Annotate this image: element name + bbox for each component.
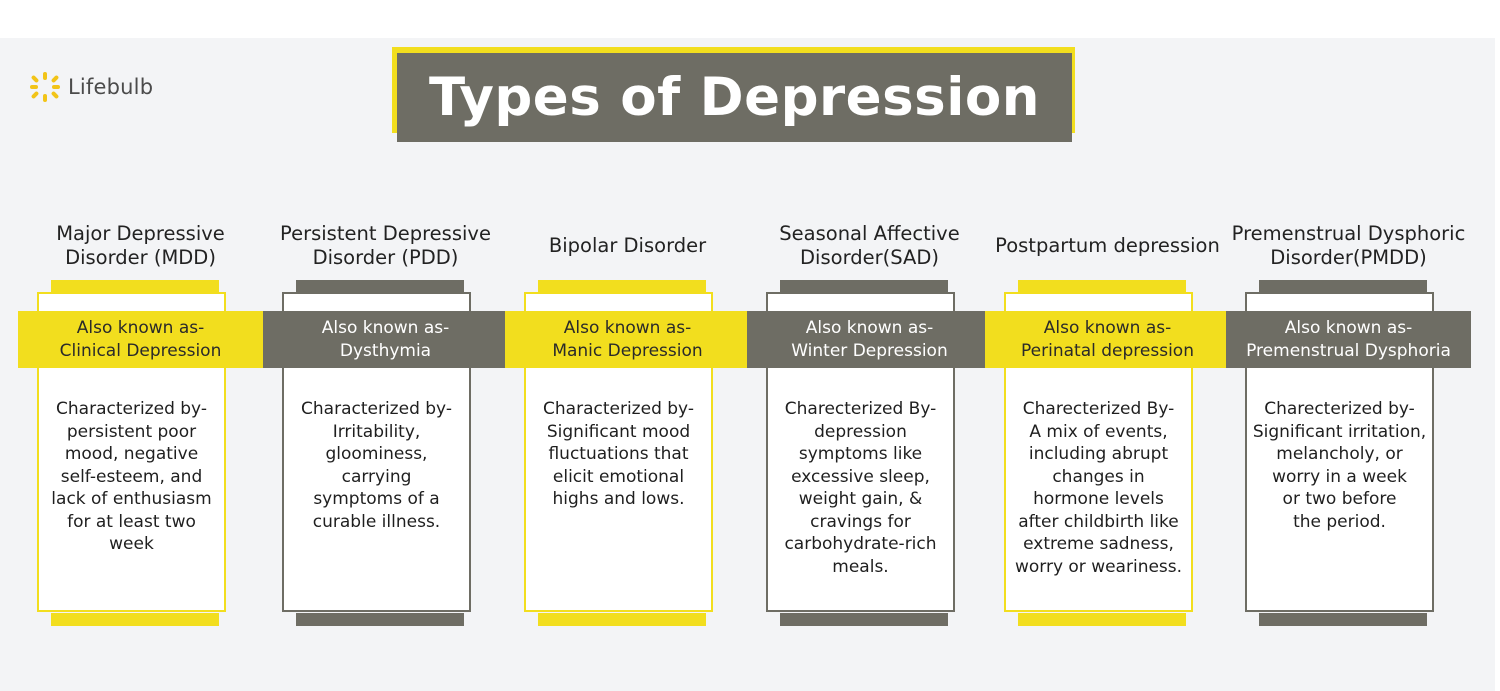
desc-line: Characterized by- [543,399,694,419]
type-title: Seasonal Affective Disorder(SAD) [779,222,960,269]
card-top-tab [296,280,464,293]
desc-line: hormone levels [1033,489,1164,509]
desc-line: persistent poor [66,421,197,442]
type-column-bipolar: Bipolar Disorder Also known as- Manic De… [505,215,750,635]
type-column-postpartum: Postpartum depression Also known as- Per… [985,215,1230,635]
page-title: Types of Depression [428,67,1041,128]
desc-line: carrying [341,466,412,487]
card-bottom-tab [538,613,706,626]
desc-line: lack of enthusiasm [51,489,212,509]
desc-line: excessive sleep, [791,466,930,487]
card-bottom-tab [51,613,219,626]
desc-line: changes in [1052,466,1145,487]
also-known-as-band: Also known as- Premenstrual Dysphoria [1226,311,1471,368]
card-bottom-tab [1259,613,1427,626]
also-known-as-label: Also known as- [76,318,205,338]
also-known-as-band: Also known as- Clinical Depression [18,311,263,368]
desc-line: fluctuations that [548,444,689,464]
card-top-tab [538,280,706,293]
desc-line: Significant mood [546,421,691,442]
desc-line: cravings for [810,511,911,532]
type-column-pmdd: Premenstrual Dysphoric Disorder(PMDD) Al… [1226,215,1471,635]
desc-line: for at least two [67,511,196,532]
card-bottom-tab [780,613,948,626]
also-known-as-band: Also known as- Perinatal depression [985,311,1230,368]
desc-line: elicit emotional [552,466,685,487]
desc-line: Significant irritation, [1252,421,1427,442]
also-known-as-band: Also known as- Manic Depression [505,311,750,368]
also-known-as-band: Also known as- Winter Depression [747,311,992,368]
desc-line: including abrupt [1028,444,1169,464]
desc-line: extreme sadness, [1023,534,1174,554]
card-top-tab [51,280,219,293]
card-top-tab [780,280,948,293]
type-title: Postpartum depression [995,234,1220,257]
desc-line: mood, negative [64,444,199,464]
also-known-as-value: Clinical Depression [59,341,222,361]
type-column-pdd: Persistent Depressive Disorder (PDD) Als… [263,215,508,635]
desc-line: symptoms like [798,444,923,464]
also-known-as-value: Dysthymia [339,341,432,361]
desc-line: A mix of events, [1029,421,1168,442]
desc-line: Charecterized By- [784,399,937,419]
type-column-mdd: Major Depressive Disorder (MDD) Also kno… [18,215,263,635]
type-description: Charecterized By- A mix of events, inclu… [1004,398,1193,578]
desc-line: symptoms of a [313,489,440,509]
also-known-as-value: Manic Depression [552,341,703,361]
desc-line: melancholy, or [1276,444,1403,464]
desc-line: the period. [1293,511,1386,532]
type-title: Persistent Depressive Disorder (PDD) [280,222,491,269]
card-top-tab [1018,280,1186,293]
desc-line: gloominess, [325,444,428,464]
also-known-as-label: Also known as- [805,318,934,338]
desc-line: weight gain, & [798,489,923,509]
type-title: Major Depressive Disorder (MDD) [56,222,225,269]
also-known-as-value: Perinatal depression [1021,341,1194,361]
also-known-as-value: Premenstrual Dysphoria [1246,341,1451,361]
desc-line: worry in a week [1272,466,1407,487]
desc-line: worry or weariness. [1014,556,1183,577]
desc-line: Characterized by- [56,399,207,419]
desc-line: highs and lows. [552,489,685,509]
desc-line: carbohydrate-rich [784,534,937,554]
type-description: Characterized by- Irritability, gloomine… [282,398,471,533]
desc-line: meals. [832,556,889,577]
type-description: Characterized by- persistent poor mood, … [37,398,226,556]
desc-line: depression [814,421,907,442]
desc-line: after childbirth like [1018,511,1179,532]
desc-line: Irritability, [332,421,421,442]
desc-line: curable illness. [312,511,441,532]
also-known-as-label: Also known as- [563,318,692,338]
desc-line: or two before [1282,489,1397,509]
also-known-as-label: Also known as- [321,318,450,338]
lightbulb-rays-icon [30,72,60,102]
type-title: Premenstrual Dysphoric Disorder(PMDD) [1231,222,1466,269]
title-banner: Types of Depression [397,53,1072,142]
type-title: Bipolar Disorder [548,234,707,257]
desc-line: week [109,534,154,554]
desc-line: Charecterized by- [1264,399,1415,419]
logo-text: Lifebulb [68,75,154,99]
also-known-as-label: Also known as- [1043,318,1172,338]
desc-line: self-esteem, and [60,466,203,487]
type-column-sad: Seasonal Affective Disorder(SAD) Also kn… [747,215,992,635]
also-known-as-band: Also known as- Dysthymia [263,311,508,368]
also-known-as-value: Winter Depression [791,341,948,361]
card-bottom-tab [296,613,464,626]
desc-line: Charecterized By- [1022,399,1175,419]
type-description: Characterized by- Significant mood fluct… [524,398,713,511]
type-description: Charecterized By- depression symptoms li… [766,398,955,578]
type-description: Charecterized by- Significant irritation… [1245,398,1434,533]
desc-line: Characterized by- [301,399,452,419]
lifebulb-logo: Lifebulb [28,70,153,104]
card-top-tab [1259,280,1427,293]
also-known-as-label: Also known as- [1284,318,1413,338]
card-bottom-tab [1018,613,1186,626]
